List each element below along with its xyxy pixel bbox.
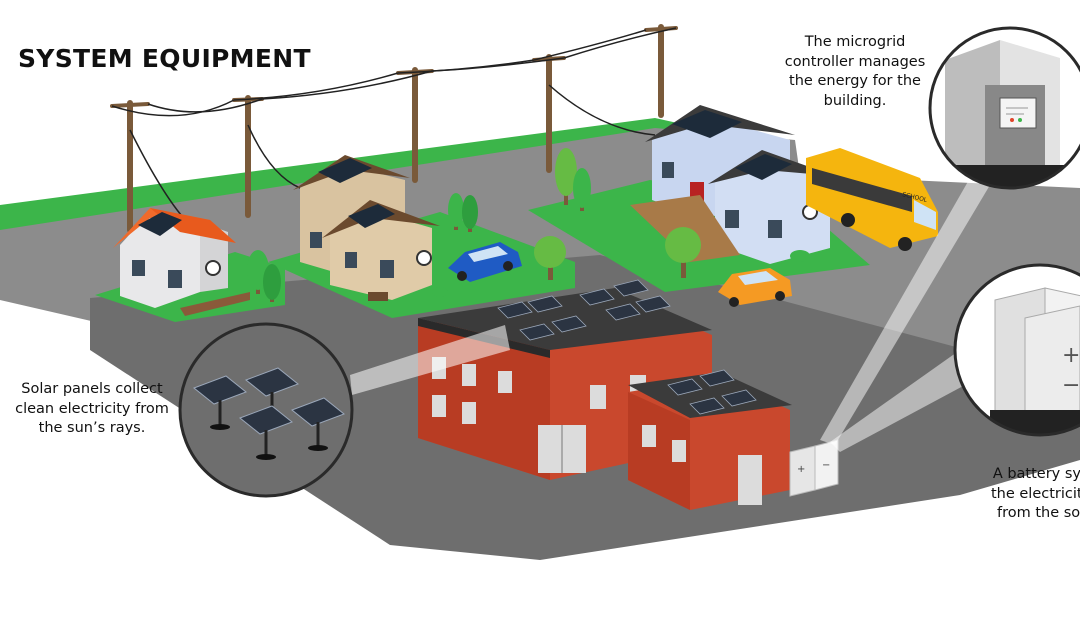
blue-car — [448, 242, 522, 282]
beam-battery — [830, 350, 965, 452]
solar-panel-icon — [193, 367, 345, 460]
tree — [555, 148, 591, 211]
svg-text:−: − — [1062, 373, 1080, 398]
utility-lines — [110, 24, 678, 233]
shrub — [432, 250, 810, 297]
house-right — [630, 105, 835, 264]
microgrid-controller-callout: The microgrid controller manages the ene… — [784, 34, 926, 109]
meter-icon — [416, 250, 432, 266]
diagram-title: SYSTEM EQUIPMENT — [18, 44, 311, 73]
orange-car — [718, 268, 792, 307]
tree — [247, 250, 281, 302]
trees — [247, 148, 810, 302]
power-wires — [111, 27, 677, 226]
battery-units: + − — [789, 439, 839, 497]
house-middle — [293, 155, 440, 301]
school-bus: SCHOOL — [806, 148, 938, 251]
controller-magnifier — [928, 26, 1080, 190]
solar-panels-callout: Solar panels collect clean electricity f… — [15, 381, 169, 436]
tree — [665, 227, 701, 278]
beam-controller — [820, 178, 990, 445]
tree — [534, 236, 566, 280]
svg-text:+: + — [1062, 343, 1080, 368]
beam-solar — [350, 325, 510, 395]
battery-magnifier: + − — [953, 263, 1080, 437]
svg-text:−: − — [822, 460, 830, 471]
house-left — [113, 208, 250, 316]
battery-callout: A battery syste the electricity g from t… — [990, 466, 1080, 521]
solar-panels-magnifier — [178, 322, 354, 498]
svg-text:+: + — [797, 464, 805, 475]
rooftop-solar-panels — [497, 279, 757, 415]
meter-icon — [205, 260, 221, 276]
controller-screen — [999, 97, 1037, 129]
tree — [448, 193, 478, 232]
